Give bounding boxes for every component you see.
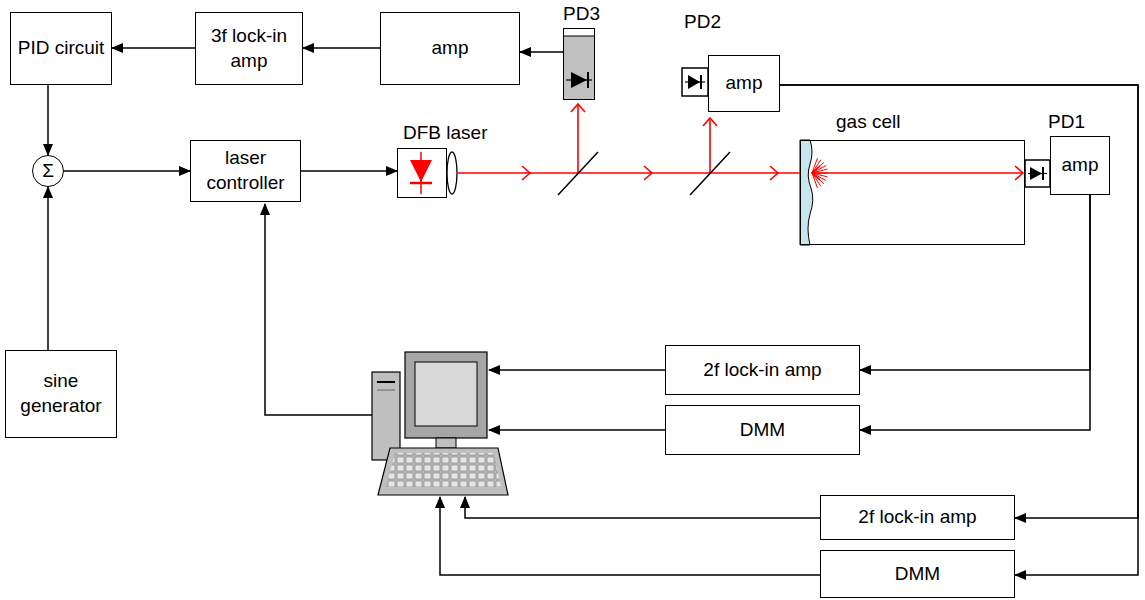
box-label: 3f lock-in amp [196, 24, 302, 73]
box-label: amp [432, 36, 469, 61]
part-label: PD1 [1048, 111, 1085, 134]
laser-beam [458, 104, 1023, 180]
box-label: DMM [740, 418, 785, 443]
signal-arrow [112, 47, 195, 49]
signal-arrow [303, 47, 380, 49]
cell-window [800, 140, 813, 245]
box-label: amp [726, 71, 763, 96]
process-box: 3f lock-in amp [195, 12, 303, 85]
meter-box: DMM [665, 405, 860, 455]
part-label: gas cell [836, 111, 900, 134]
signal-arrow [860, 195, 1090, 430]
signal-arrow [780, 85, 1138, 575]
box-label: PID circuit [18, 36, 105, 61]
laser-diode-symbol [397, 148, 457, 198]
photodiode-pd2 [682, 68, 708, 96]
signal-arrow [47, 85, 49, 155]
photodetector: PD3 [563, 28, 595, 100]
photodiode-pd3 [563, 28, 595, 100]
signal-arrow [860, 195, 1090, 370]
box-label: amp [1062, 153, 1099, 178]
summing-junction: Σ [32, 155, 64, 187]
beam-splitter [558, 152, 730, 195]
signal-arrow [301, 170, 397, 172]
box-label: DMM [895, 562, 940, 587]
scatter-rays [812, 158, 828, 188]
meter-box: DMM [820, 550, 1015, 598]
laser-box: DFB laser [397, 148, 447, 198]
box-label: 2f lock-in amp [858, 505, 976, 530]
process-box: laser controller [190, 140, 301, 202]
amplifier-box: amp [380, 12, 520, 85]
generator-box: sine generator [5, 350, 117, 438]
box-label: Σ [42, 159, 54, 184]
part-label: PD2 [684, 11, 721, 34]
box-label: laser controller [191, 146, 300, 195]
amplifier-box: PD1amp [1050, 136, 1110, 195]
box-label: 2f lock-in amp [703, 358, 821, 383]
photodiode-pd1 [1025, 160, 1050, 187]
gas-cell: gas cell [800, 140, 1025, 245]
lock-in-box: 2f lock-in amp [665, 345, 860, 395]
amplifier-box: PD2amp [708, 55, 780, 112]
part-label: DFB laser [403, 122, 487, 145]
part-label: PD3 [563, 3, 600, 26]
process-box: PID circuit [10, 12, 112, 85]
signal-arrow [64, 170, 190, 172]
signal-arrow [520, 51, 563, 53]
computer-icon [372, 352, 508, 495]
lock-in-box: 2f lock-in amp [820, 495, 1015, 540]
box-label: sine generator [6, 369, 116, 418]
signal-arrow [47, 187, 49, 350]
